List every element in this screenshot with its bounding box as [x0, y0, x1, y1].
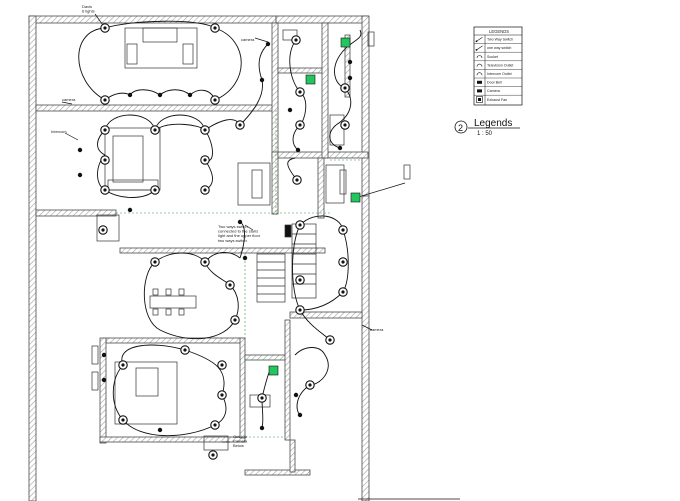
wall-west — [28, 15, 37, 501]
camera-icon — [477, 89, 482, 93]
wall-bath2-left — [239, 337, 246, 439]
wall-bath-mid — [277, 67, 329, 74]
wall-hall-mid — [119, 247, 326, 254]
wall-bath-vertical — [321, 22, 329, 159]
fixtures — [91, 27, 411, 451]
light-fixtures — [77, 23, 353, 460]
legend-label: Door Bell — [487, 81, 502, 85]
wall-bottom — [244, 469, 311, 476]
view-number: 2 — [458, 123, 463, 133]
note-camera-right: camera — [370, 327, 384, 332]
wall-bath-column — [271, 22, 279, 159]
door-bell-icon — [477, 80, 482, 84]
legend-label: Two Way Switch — [487, 38, 513, 42]
leaders — [61, 13, 460, 500]
legend-label: Exhaust Fan — [487, 98, 507, 102]
legend-title: LEGENDS — [489, 29, 509, 34]
wall-north-right — [275, 15, 369, 24]
zone-lines — [116, 110, 360, 438]
legend-label: Socket — [487, 55, 498, 59]
wall-bath2-right — [284, 319, 291, 441]
one-way-switch-icon — [475, 45, 483, 51]
legend-label: one way switch — [487, 46, 511, 50]
wall-bottom-step — [289, 439, 296, 473]
bed-bottom — [114, 361, 178, 425]
exhaust-fan-icon — [268, 365, 279, 376]
view-title: Legends — [474, 118, 512, 129]
wall-bedroom2-bottom — [99, 436, 246, 443]
legend-label: Television Outlet — [487, 63, 513, 67]
wall-kitchen-right — [317, 157, 325, 219]
exhaust-fan-icon — [305, 74, 316, 85]
kitchen-counter — [237, 162, 271, 206]
walls — [28, 15, 370, 501]
intercom-outlet-icon — [476, 72, 483, 76]
wall-bedroom2-left — [99, 337, 107, 444]
view-label: 2 Legends 1 : 50 — [454, 118, 520, 137]
socket-icon — [476, 55, 483, 59]
wall-right-mid — [289, 311, 363, 319]
wall-bath2-top — [244, 354, 291, 361]
exhaust-fan-icon — [340, 37, 351, 48]
note-camera-top: camera — [241, 37, 255, 42]
view-scale: 1 : 50 — [477, 131, 493, 137]
dining-table — [149, 295, 197, 309]
exhaust-fans — [268, 37, 361, 376]
bed-top — [124, 27, 198, 69]
legend-label: Camera — [487, 89, 500, 93]
wall-east-lower — [361, 195, 370, 501]
television-outlet-icon — [476, 63, 483, 67]
exhaust-fan-icon — [476, 96, 483, 103]
legend-table: LEGENDS Two Way Switch one way switchSock… — [473, 26, 523, 106]
note-intercom: Intercom — [51, 129, 67, 134]
wall-living-top — [35, 104, 277, 112]
wall-bath-column-lower — [271, 151, 279, 215]
wall-bedroom2-top — [105, 337, 242, 344]
exhaust-fan-icon — [350, 192, 361, 203]
two-way-switch-icon — [475, 37, 483, 43]
note-camera-left: camera — [62, 97, 76, 102]
legend-label: Intercom Outlet — [487, 72, 512, 76]
wall-right-closet — [344, 34, 351, 98]
